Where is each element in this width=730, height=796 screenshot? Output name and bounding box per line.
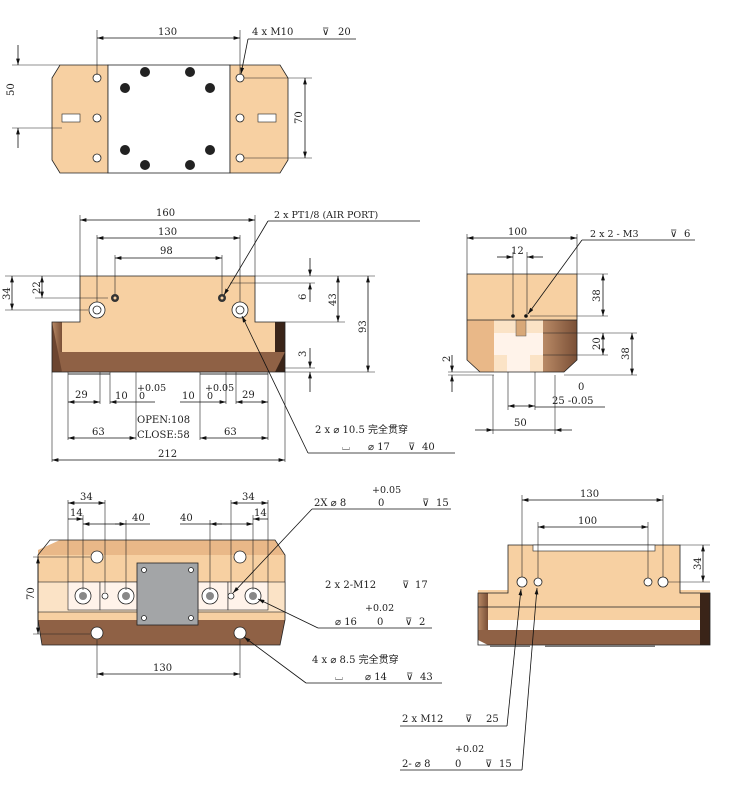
note-m3: 2 x 2 - M3 — [590, 229, 639, 240]
svg-text:6: 6 — [684, 229, 690, 240]
svg-text:0: 0 — [578, 382, 584, 393]
svg-text:29: 29 — [75, 390, 88, 401]
top-view: 130 50 70 4 x M10 ⊽ 20 — [6, 27, 356, 174]
svg-text:0: 0 — [455, 759, 461, 770]
bottom-view: 34 14 40 40 34 14 70 130 +0.05 2X ⌀ 8 0 … — [26, 485, 451, 684]
svg-text:20: 20 — [338, 27, 351, 38]
side-view: 100 12 2 x 2 - M3 ⊽ 6 38 20 38 2 0 25 -0… — [442, 227, 695, 434]
svg-text:+0.05: +0.05 — [372, 485, 401, 496]
note-through-hole: 2 x ⌀ 10.5 完全贯穿 — [315, 423, 408, 436]
svg-text:130: 130 — [580, 489, 599, 500]
svg-text:0: 0 — [207, 391, 213, 402]
svg-text:43: 43 — [328, 293, 339, 306]
svg-text:212: 212 — [158, 449, 177, 460]
svg-text:22: 22 — [32, 281, 43, 294]
dim-130: 130 — [158, 27, 177, 38]
svg-text:20: 20 — [592, 337, 603, 350]
dim-50: 50 — [6, 83, 17, 96]
depth-icon: ⊽ — [485, 759, 492, 770]
svg-text:98: 98 — [160, 246, 173, 257]
svg-text:40: 40 — [132, 513, 145, 524]
svg-text:OPEN:108: OPEN:108 — [137, 415, 190, 426]
depth-icon: ⊽ — [465, 714, 472, 725]
svg-text:17: 17 — [415, 580, 428, 591]
svg-text:93: 93 — [358, 320, 369, 333]
svg-text:15: 15 — [499, 759, 512, 770]
svg-text:38: 38 — [592, 289, 603, 302]
rear-view: 130 100 34 2 x M12 ⊽ 25 +0.02 2- ⌀ 8 0 ⊽… — [400, 489, 711, 771]
svg-text:CLOSE:58: CLOSE:58 — [137, 430, 190, 441]
svg-text:+0.05: +0.05 — [205, 383, 234, 394]
svg-text:29: 29 — [242, 390, 255, 401]
note-m12: 2 x M12 — [402, 714, 443, 725]
note-through-hole: 4 x ⌀ 8.5 完全贯穿 — [312, 653, 399, 666]
svg-text:+0.02: +0.02 — [365, 603, 394, 614]
gray-plate — [136, 562, 199, 626]
note-m12: 2 x 2-M12 — [325, 580, 376, 591]
svg-text:10: 10 — [182, 391, 195, 402]
svg-text:⌀ 17: ⌀ 17 — [368, 442, 390, 453]
svg-text:0: 0 — [139, 391, 145, 402]
note-pin-hole: 2- ⌀ 8 — [402, 759, 430, 770]
svg-text:63: 63 — [92, 427, 105, 438]
svg-text:0: 0 — [377, 617, 383, 628]
svg-text:34: 34 — [2, 287, 13, 300]
svg-text:34: 34 — [242, 492, 255, 503]
svg-text:130: 130 — [153, 663, 172, 674]
note-counterbore-16: ⌀ 16 — [335, 617, 357, 628]
center-plate — [107, 64, 231, 174]
svg-text:100: 100 — [508, 227, 527, 238]
dim-70: 70 — [294, 111, 305, 124]
svg-text:38: 38 — [621, 347, 632, 360]
svg-text:25 -0.05: 25 -0.05 — [552, 396, 594, 407]
depth-icon: ⊽ — [406, 672, 413, 683]
depth-icon: ⊽ — [405, 617, 412, 628]
svg-text:34: 34 — [693, 557, 704, 570]
svg-text:160: 160 — [156, 208, 175, 219]
svg-text:25: 25 — [486, 714, 499, 725]
counterbore-icon: ⌴ — [342, 442, 350, 453]
note-m10: 4 x M10 — [252, 27, 293, 38]
svg-text:34: 34 — [80, 492, 93, 503]
svg-text:+0.05: +0.05 — [137, 383, 166, 394]
svg-text:3: 3 — [298, 351, 309, 357]
depth-icon: ⊽ — [422, 498, 429, 509]
svg-text:14: 14 — [70, 508, 83, 519]
svg-text:40: 40 — [422, 442, 435, 453]
depth-icon: ⊽ — [402, 580, 409, 591]
svg-text:2: 2 — [442, 356, 453, 362]
note-air-port: 2 x PT1/8 (AIR PORT) — [274, 210, 378, 221]
svg-text:50: 50 — [514, 418, 527, 429]
svg-text:63: 63 — [224, 427, 237, 438]
depth-icon: ⊽ — [322, 27, 329, 38]
svg-text:100: 100 — [578, 516, 597, 527]
depth-icon: ⊽ — [408, 442, 415, 453]
svg-text:43: 43 — [420, 672, 433, 683]
svg-text:6: 6 — [298, 294, 309, 300]
counterbore-icon: ⌴ — [335, 672, 343, 683]
svg-text:40: 40 — [180, 513, 193, 524]
svg-text:15: 15 — [436, 498, 449, 509]
note-pin-hole: 2X ⌀ 8 — [314, 498, 346, 509]
svg-text:130: 130 — [158, 227, 177, 238]
front-view: 160 130 98 2 x PT1/8 (AIR PORT) 34 22 6 … — [2, 208, 455, 462]
svg-text:⌀ 14: ⌀ 14 — [365, 672, 387, 683]
svg-text:+0.02: +0.02 — [455, 744, 484, 755]
svg-text:2: 2 — [419, 617, 425, 628]
svg-text:0: 0 — [378, 498, 384, 509]
bolt-heads — [120, 67, 215, 170]
svg-text:70: 70 — [26, 587, 37, 600]
depth-icon: ⊽ — [670, 229, 677, 240]
svg-text:12: 12 — [511, 246, 524, 257]
svg-text:10: 10 — [115, 391, 128, 402]
mounting-holes — [92, 73, 245, 163]
svg-text:14: 14 — [254, 508, 267, 519]
